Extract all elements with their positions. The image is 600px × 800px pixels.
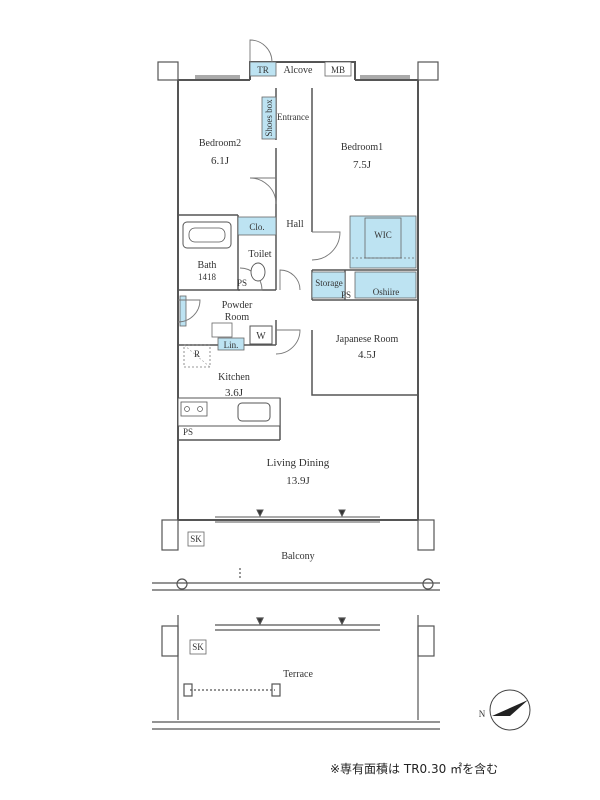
sk-box-1	[187, 531, 205, 547]
oshiire-label: Oshiire	[373, 287, 400, 297]
sk-label-1: SK	[190, 534, 202, 544]
ps-label-1: PS	[237, 278, 247, 288]
balcony-label: Balcony	[281, 551, 314, 562]
wic-detail	[352, 217, 414, 259]
fridge-diag	[183, 344, 211, 368]
powder-sink	[211, 322, 233, 338]
bath-size: 1418	[198, 272, 217, 282]
storage-fills	[179, 61, 417, 425]
hall-label: Hall	[286, 219, 303, 230]
bath-label: Bath	[198, 260, 217, 271]
kitchen-size: 3.6J	[225, 387, 244, 399]
kitchen-sink	[237, 402, 271, 422]
lin-label: Lin.	[224, 340, 239, 350]
columns	[157, 61, 439, 657]
tr-label: TR	[257, 65, 269, 75]
ps-label-2: PS	[341, 290, 351, 300]
sk-box-2	[189, 639, 207, 655]
washer	[249, 325, 273, 345]
shoes-box-label: Shoes box	[264, 99, 274, 137]
storage-label: Storage	[315, 278, 343, 288]
bedroom2-label: Bedroom2	[199, 138, 241, 149]
terrace-label: Terrace	[283, 669, 313, 680]
bedroom2-size: 6.1J	[211, 155, 230, 167]
bathtub-basin	[188, 227, 226, 243]
stove	[180, 401, 208, 417]
toilet-fixture	[250, 262, 266, 282]
compass-n-label: N	[479, 709, 486, 719]
living-dining-label: Living Dining	[267, 457, 330, 469]
mb-box	[324, 61, 352, 77]
burner-icon	[184, 406, 190, 412]
area-footnote: ※専有面積は TR0.30 ㎡を含む	[330, 762, 499, 776]
japanese-room-size: 4.5J	[358, 349, 377, 361]
w-label: W	[256, 331, 266, 342]
living-dining-size: 13.9J	[286, 475, 310, 487]
compass: N	[479, 689, 531, 731]
ps-label-3: PS	[183, 427, 193, 437]
fridge	[183, 344, 211, 368]
entrance-label: Entrance	[277, 112, 309, 122]
balcony	[152, 568, 440, 591]
japanese-room-label: Japanese Room	[336, 334, 399, 345]
wic-label: WIC	[374, 230, 392, 240]
terrace	[152, 615, 440, 730]
powder-label-2: Room	[225, 312, 250, 323]
bedroom1-size: 7.5J	[353, 159, 372, 171]
room-labels: TR Alcove MB Shoes box Entrance Bedroom2…	[183, 65, 399, 680]
r-label: R	[194, 349, 200, 359]
doors	[177, 39, 341, 355]
toilet-label: Toilet	[248, 249, 271, 260]
powder-label-1: Powder	[222, 300, 253, 311]
clo-label: Clo.	[249, 222, 264, 232]
sk-label-2: SK	[192, 642, 204, 652]
living-window	[215, 509, 380, 523]
bedroom1-label: Bedroom1	[341, 142, 383, 153]
alcove-label: Alcove	[284, 65, 313, 76]
kitchen-label: Kitchen	[218, 372, 250, 383]
mb-label: MB	[331, 65, 345, 75]
top-windows	[195, 75, 410, 79]
compass-needle-icon	[492, 700, 528, 716]
burner-icon	[197, 406, 203, 412]
